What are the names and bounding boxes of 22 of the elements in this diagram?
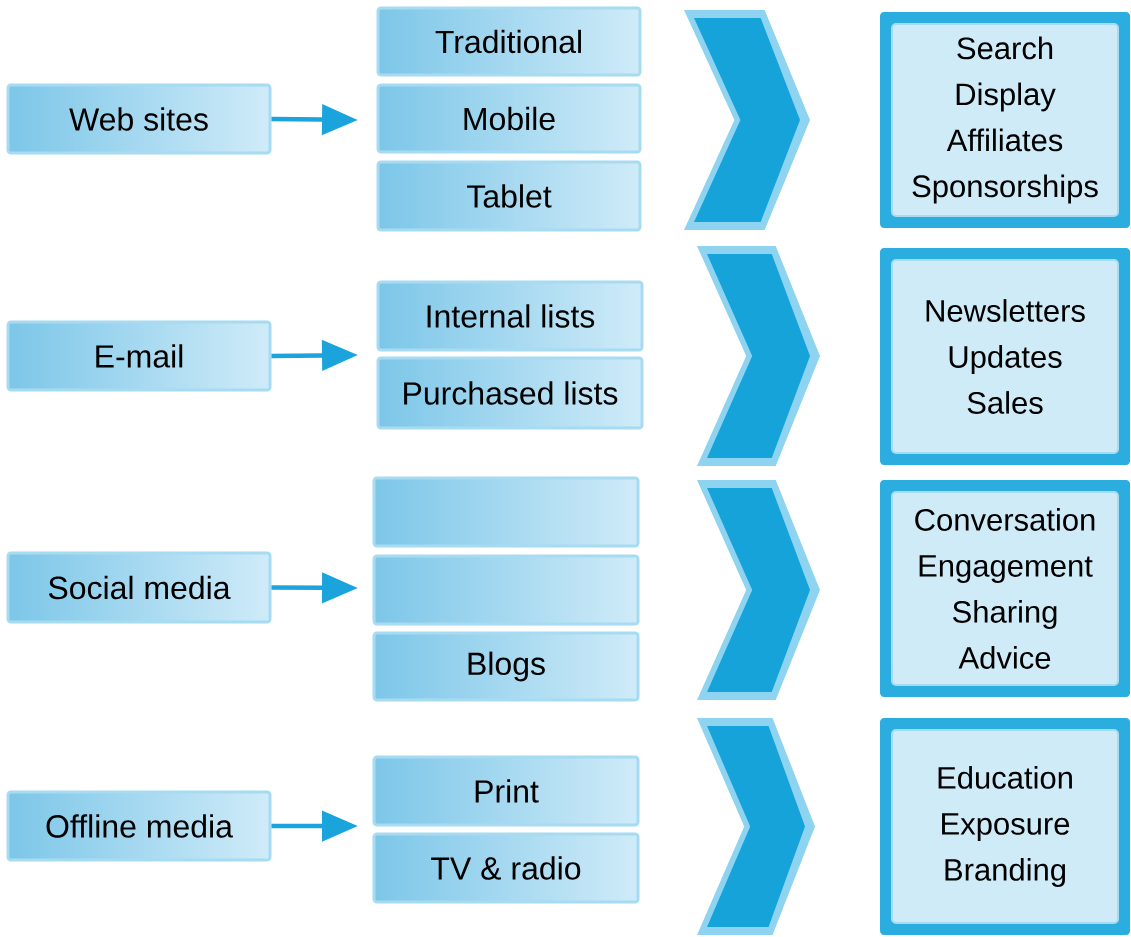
source-box: E-mail <box>6 320 272 392</box>
channel-box: Mobile <box>376 83 642 154</box>
source-box: Web sites <box>6 83 272 155</box>
list-box: Search Display Affiliates Sponsorships <box>880 12 1130 228</box>
source-box: Social media <box>6 551 272 624</box>
chevron-shape <box>697 718 815 935</box>
channel-box: Blogs <box>372 631 640 702</box>
chevron-shape <box>684 10 810 230</box>
source-box: Offline media <box>6 790 272 862</box>
channel-box <box>372 554 640 626</box>
channel-box: Internal lists <box>376 280 644 352</box>
chevron-shape <box>697 246 820 466</box>
channel-box: TV & radio <box>372 832 640 904</box>
channel-box: Traditional <box>376 6 642 77</box>
list-box: Newsletters Updates Sales <box>880 248 1130 465</box>
chevron-shape <box>697 480 820 700</box>
channel-box: Print <box>372 755 640 827</box>
channel-box: Purchased lists <box>376 356 644 430</box>
channel-box <box>372 476 640 548</box>
list-box: Education Exposure Branding <box>880 718 1130 935</box>
channel-box: Tablet <box>376 160 642 232</box>
list-box: Conversation Engagement Sharing Advice <box>880 480 1130 697</box>
